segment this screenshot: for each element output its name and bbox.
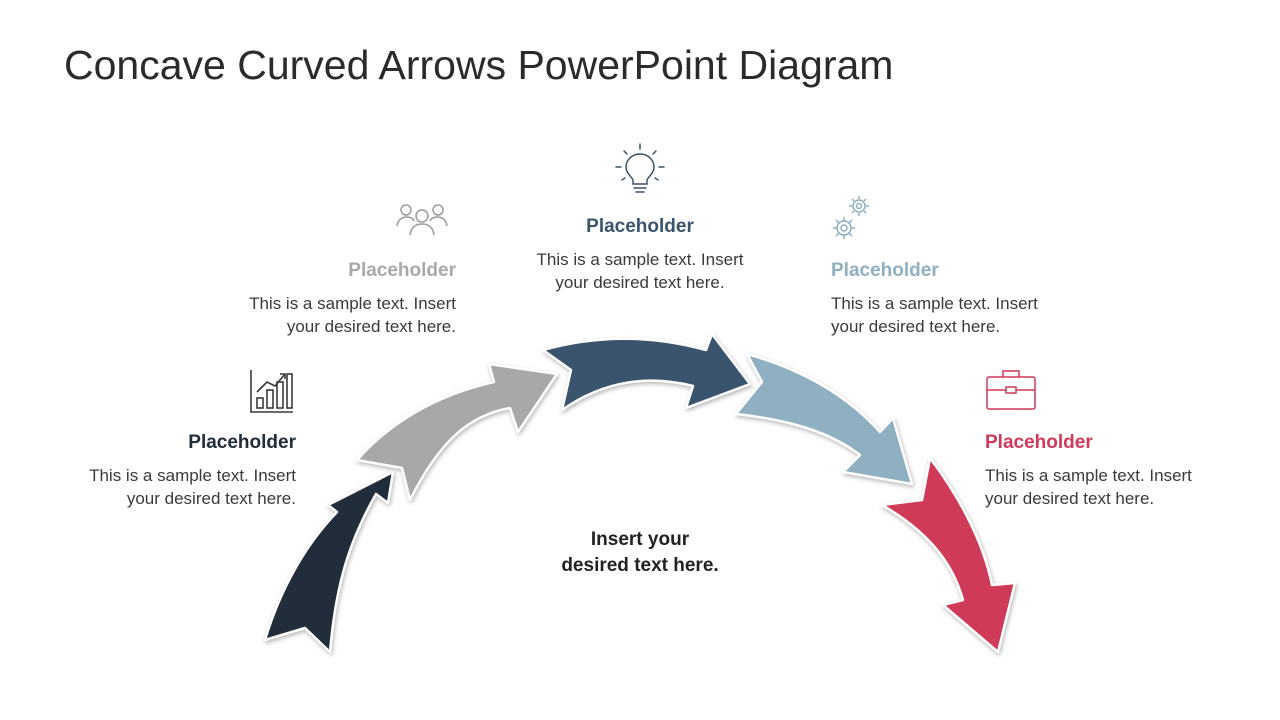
item-4-text: This is a sample text. Insert your desir…	[831, 294, 1038, 336]
arrow-1	[263, 470, 395, 654]
lightbulb-icon	[615, 143, 665, 193]
arrow-3	[541, 332, 752, 412]
item-2: Placeholder This is a sample text. Inser…	[216, 260, 456, 338]
item-5-heading: Placeholder	[985, 432, 1093, 453]
briefcase-icon	[986, 370, 1036, 410]
item-2-text: This is a sample text. Insert your desir…	[249, 294, 456, 336]
bar-chart-icon	[250, 370, 293, 413]
arrow-4	[734, 352, 914, 486]
gears-icon	[833, 196, 869, 239]
item-1-text: This is a sample text. Insert your desir…	[89, 466, 296, 508]
arrow-5	[880, 456, 1017, 654]
item-3: Placeholder This is a sample text. Inser…	[520, 216, 760, 294]
item-1-heading: Placeholder	[188, 432, 296, 453]
item-4: Placeholder This is a sample text. Inser…	[831, 260, 1071, 338]
item-2-heading: Placeholder	[348, 260, 456, 281]
item-4-heading: Placeholder	[831, 260, 939, 281]
item-5: Placeholder This is a sample text. Inser…	[985, 432, 1225, 510]
item-3-heading: Placeholder	[586, 216, 694, 237]
center-text: Insert your desired text here.	[561, 529, 719, 576]
arrow-2	[355, 362, 559, 502]
item-3-text: This is a sample text. Insert your desir…	[536, 250, 744, 292]
slide-title: Concave Curved Arrows PowerPoint Diagram	[64, 42, 894, 88]
people-icon	[396, 204, 448, 236]
item-1: Placeholder This is a sample text. Inser…	[56, 432, 296, 510]
item-5-text: This is a sample text. Insert your desir…	[985, 466, 1192, 508]
